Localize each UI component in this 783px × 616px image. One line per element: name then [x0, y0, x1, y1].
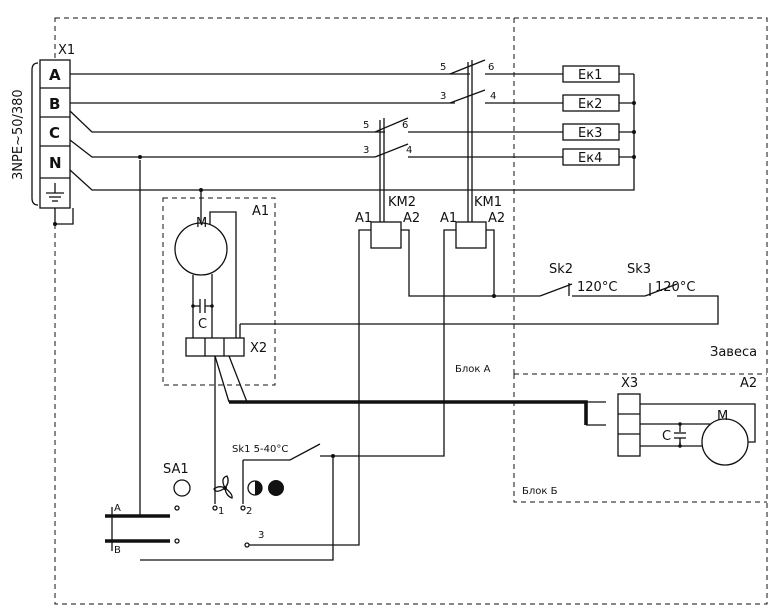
heater-ek2-label: Ек2 [578, 97, 602, 112]
km2-coil [370, 221, 402, 249]
km2-a1-label: A1 [355, 211, 372, 226]
terminal-b-label: B [49, 95, 60, 113]
fan-icon [213, 475, 233, 499]
km1-contacts: 5 6 3 4 [440, 59, 563, 222]
x3-label: X3 [621, 376, 638, 391]
x1-label: X1 [58, 43, 75, 58]
heater-ek4-label: Ек4 [578, 151, 602, 166]
block-b: X3 A2 M C [617, 376, 757, 466]
blok-b-label: Блок Б [522, 486, 558, 497]
x2-label: X2 [250, 341, 267, 356]
contactor-coils: KM2 KM1 A1 A2 A1 A2 [247, 195, 540, 546]
heater-ek1-label: Ек1 [578, 68, 602, 83]
zaves-label: Завеса [710, 345, 757, 360]
pos-1-label: 1 [218, 506, 224, 517]
km1-a2-label: A2 [488, 211, 505, 226]
terminal-n-label: N [49, 154, 62, 172]
motor-a2 [701, 418, 749, 466]
control-panel: Sk1 5-40°C SA1 1 2 3 [138, 155, 335, 561]
sk3-label: Sk3 [627, 262, 651, 277]
km2-contacts: 5 6 3 4 [363, 117, 563, 222]
cable-to-block-b [214, 355, 606, 426]
km1-a1-label: A1 [440, 211, 457, 226]
blok-a-label: Блок А [455, 364, 491, 375]
km2-contact-6: 6 [402, 120, 408, 131]
km1-contact-4: 4 [490, 91, 496, 102]
indicator-sa1 [173, 479, 191, 497]
heater-ek3-label: Ек3 [578, 126, 602, 141]
cap-a1-label: C [198, 317, 207, 332]
km2-contact-5: 5 [363, 120, 369, 131]
terminal-block-x3 [617, 393, 641, 457]
switch-ab[interactable]: A B [105, 503, 180, 556]
km2-contact-4: 4 [406, 145, 412, 156]
filled-circle-icon [268, 480, 284, 496]
a1-label: A1 [252, 204, 269, 219]
ground-icon [46, 183, 64, 202]
block-borders [54, 17, 768, 605]
switch-b-label: B [114, 545, 121, 556]
km2-contact-3: 3 [363, 145, 369, 156]
km1-contact-3: 3 [440, 91, 446, 102]
switch-a-label: A [114, 503, 121, 514]
cap-a2-label: C [662, 429, 671, 444]
sk1-label: Sk1 5-40°C [232, 444, 288, 455]
pos-3-label: 3 [258, 530, 264, 541]
km1-label: KM1 [474, 195, 502, 210]
motor-a1-label: M [196, 216, 207, 231]
terminal-block-x2 [185, 337, 245, 357]
km1-coil [455, 221, 487, 249]
a2-label: A2 [740, 376, 757, 391]
thermostats: Sk2 Sk3 120°C 120°C [240, 262, 719, 325]
terminal-c-label: C [49, 124, 60, 142]
km1-contact-5: 5 [440, 62, 446, 73]
terminal-a-label: A [49, 66, 61, 84]
km2-a2-label: A2 [403, 211, 420, 226]
heater-bank: Ек1 Ек2 Ек3 Ек4 [562, 65, 636, 166]
km2-label: KM2 [388, 195, 416, 210]
motor-a2-label: M [717, 409, 728, 424]
sa1-label: SA1 [163, 462, 189, 477]
pos-2-label: 2 [246, 506, 252, 517]
sk2-temp: 120°C [577, 280, 617, 295]
supply-label: 3NPE~50/380 [11, 89, 26, 180]
terminal-block-x1: A B C N X1 3NPE~50/380 [11, 43, 75, 209]
sk3-temp: 120°C [655, 280, 695, 295]
sk2-label: Sk2 [549, 262, 573, 277]
km1-contact-6: 6 [488, 62, 494, 73]
half-filled-circle-icon [247, 480, 263, 496]
block-a1: A1 M C X2 [174, 188, 269, 357]
